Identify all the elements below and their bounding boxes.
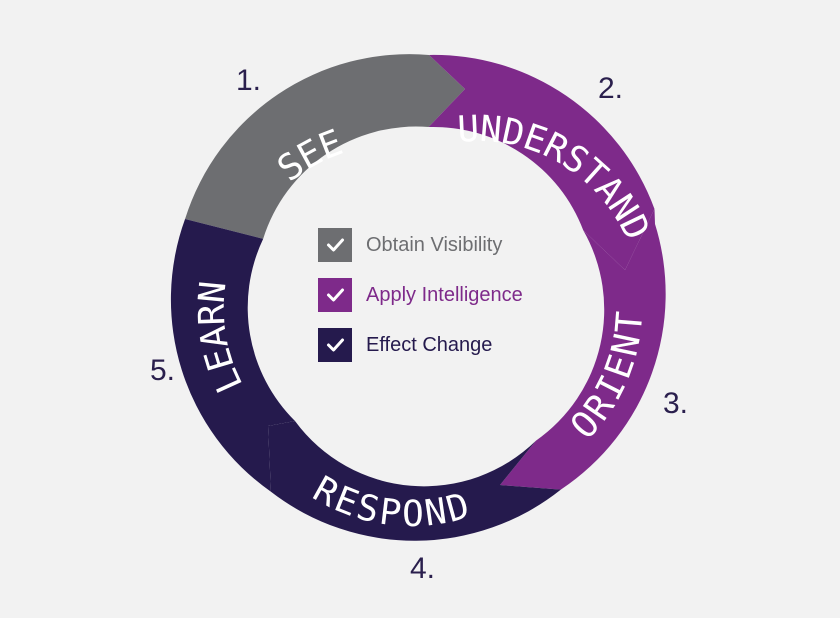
legend-swatch bbox=[318, 228, 352, 262]
legend: Obtain Visibility Apply Intelligence Eff… bbox=[318, 228, 523, 362]
legend-label: Apply Intelligence bbox=[366, 284, 523, 306]
legend-swatch bbox=[318, 328, 352, 362]
segment-understand bbox=[428, 54, 655, 270]
step-number-1: 1. bbox=[236, 64, 261, 97]
check-icon bbox=[327, 238, 344, 252]
legend-item-intelligence: Apply Intelligence bbox=[318, 278, 523, 312]
check-icon bbox=[327, 288, 344, 302]
segment-orient bbox=[500, 209, 666, 490]
legend-swatch bbox=[318, 278, 352, 312]
legend-label: Effect Change bbox=[366, 334, 492, 356]
segment-learn bbox=[170, 219, 295, 492]
legend-item-change: Effect Change bbox=[318, 328, 492, 362]
step-number-3: 3. bbox=[663, 387, 688, 420]
segment-respond bbox=[268, 421, 561, 541]
legend-item-visibility: Obtain Visibility bbox=[318, 228, 502, 262]
step-number-5: 5. bbox=[150, 354, 175, 387]
step-number-4: 4. bbox=[410, 552, 435, 585]
step-number-2: 2. bbox=[598, 72, 623, 105]
legend-label: Obtain Visibility bbox=[366, 234, 502, 256]
segment-see bbox=[185, 54, 465, 239]
check-icon bbox=[327, 338, 344, 352]
